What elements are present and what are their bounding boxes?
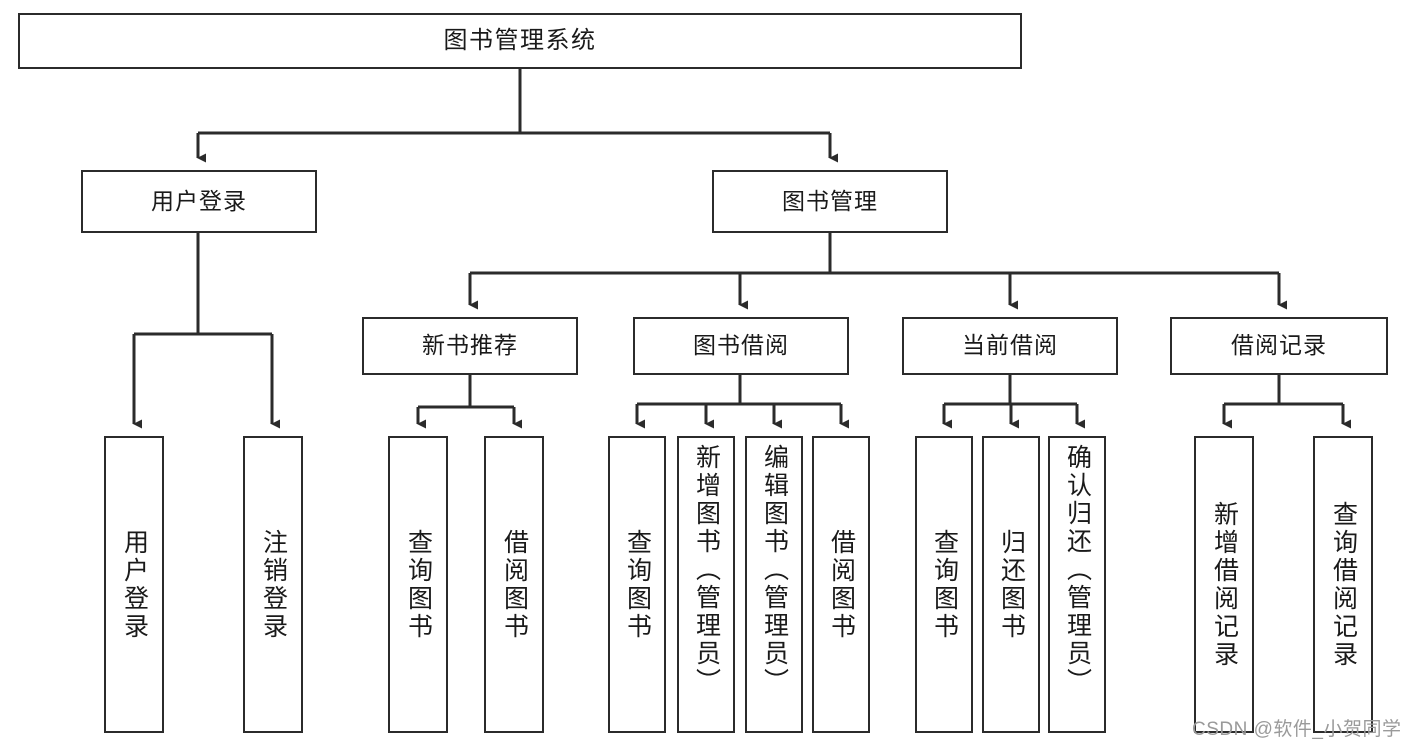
node-leaf-query-book-1-label: 查询图书 (404, 528, 433, 641)
node-leaf-query-book-3-label: 查询图书 (930, 528, 959, 641)
node-leaf-borrow-book-2-label: 借阅图书 (827, 528, 856, 641)
node-leaf-logout-label: 注销登录 (259, 528, 288, 641)
node-leaf-add-book[interactable]: 新增图书（管理员） (677, 436, 735, 733)
node-leaf-confirm-return-label: 确认归还（管理员） (1063, 444, 1092, 696)
node-leaf-borrow-book-2[interactable]: 借阅图书 (812, 436, 870, 733)
node-leaf-logout[interactable]: 注销登录 (243, 436, 303, 733)
node-leaf-query-book-1[interactable]: 查询图书 (388, 436, 448, 733)
node-leaf-borrow-book-1[interactable]: 借阅图书 (484, 436, 544, 733)
node-leaf-add-record[interactable]: 新增借阅记录 (1194, 436, 1254, 733)
node-root[interactable]: 图书管理系统 (18, 13, 1022, 69)
node-leaf-query-book-2[interactable]: 查询图书 (608, 436, 666, 733)
node-user-login[interactable]: 用户登录 (81, 170, 317, 233)
node-leaf-query-record[interactable]: 查询借阅记录 (1313, 436, 1373, 733)
node-book-borrow-label: 图书借阅 (693, 332, 789, 359)
node-leaf-query-book-2-label: 查询图书 (623, 528, 652, 641)
node-leaf-return-book-label: 归还图书 (997, 528, 1026, 641)
node-leaf-return-book[interactable]: 归还图书 (982, 436, 1040, 733)
node-borrow-record[interactable]: 借阅记录 (1170, 317, 1388, 375)
node-leaf-user-login-label: 用户登录 (120, 528, 149, 641)
node-leaf-confirm-return[interactable]: 确认归还（管理员） (1048, 436, 1106, 733)
node-current-borrow-label: 当前借阅 (962, 332, 1058, 359)
node-root-label: 图书管理系统 (443, 26, 597, 54)
node-leaf-borrow-book-1-label: 借阅图书 (500, 528, 529, 641)
node-leaf-add-record-label: 新增借阅记录 (1210, 500, 1239, 669)
node-new-book-rec[interactable]: 新书推荐 (362, 317, 578, 375)
node-current-borrow[interactable]: 当前借阅 (902, 317, 1118, 375)
node-leaf-query-record-label: 查询借阅记录 (1329, 500, 1358, 669)
node-leaf-user-login[interactable]: 用户登录 (104, 436, 164, 733)
node-book-manage[interactable]: 图书管理 (712, 170, 948, 233)
csdn-watermark: CSDN @软件_小贺同学 (1192, 719, 1402, 740)
node-book-manage-label: 图书管理 (782, 187, 878, 214)
node-leaf-query-book-3[interactable]: 查询图书 (915, 436, 973, 733)
node-borrow-record-label: 借阅记录 (1231, 332, 1327, 359)
node-leaf-edit-book[interactable]: 编辑图书（管理员） (745, 436, 803, 733)
node-user-login-label: 用户登录 (151, 187, 247, 214)
node-leaf-edit-book-label: 编辑图书（管理员） (760, 444, 789, 696)
node-new-book-rec-label: 新书推荐 (422, 332, 518, 359)
node-book-borrow[interactable]: 图书借阅 (633, 317, 849, 375)
node-leaf-add-book-label: 新增图书（管理员） (692, 444, 721, 696)
